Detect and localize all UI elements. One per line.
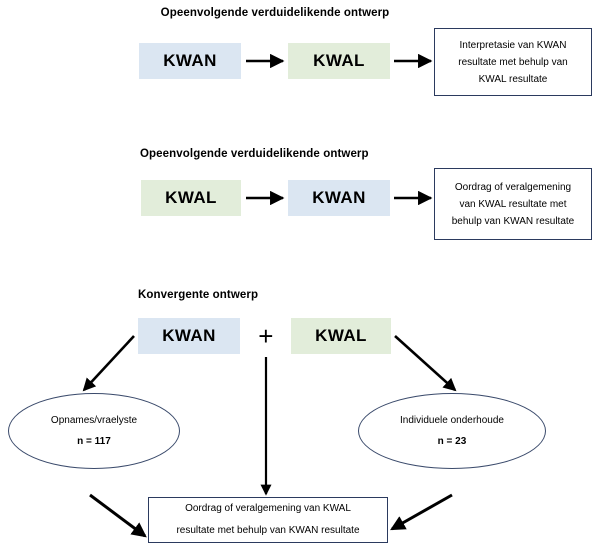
outcome-line: resultate met behulp van: [458, 56, 568, 68]
sample-count-surveys: n = 117: [77, 435, 111, 447]
outcome-text-convergent: Oordrag of veralgemening van KWAL result…: [164, 498, 371, 542]
node-kwal-sequential-1: KWAL: [288, 43, 390, 79]
outcome-line: Oordrag of veralgemening van KWAL: [185, 503, 351, 514]
sample-label-surveys: Opnames/vraelyste: [50, 414, 138, 426]
sample-ellipse-interviews: Individuele onderhoude n = 23: [358, 393, 546, 469]
node-kwan-sequential-2: KWAN: [288, 180, 390, 216]
sample-label-interviews: Individuele onderhoude: [400, 414, 504, 426]
sample-count-interviews: n = 23: [437, 435, 467, 447]
arrow-kwal-to-interviews: [394, 335, 457, 392]
section-heading-convergent: Konvergente ontwerp: [138, 289, 259, 301]
outcome-line: KWAL resultate: [478, 73, 548, 85]
outcome-line: Interpretasie van KWAN: [459, 39, 567, 51]
node-kwal-sequential-2: KWAL: [141, 180, 241, 216]
section-heading-sequential-explanatory-1: Opeenvolgende verduidelikende ontwerp: [160, 7, 390, 19]
arrow-kwan-to-surveys: [82, 335, 135, 392]
outcome-box-sequential-2: Oordrag of veralgemening van KWAL result…: [434, 168, 592, 240]
outcome-text-sequential-2: Oordrag of veralgemening van KWAL result…: [440, 179, 586, 230]
sample-ellipse-surveys: Opnames/vraelyste n = 117: [8, 393, 180, 469]
arrow-interviews-to-outcome: [390, 493, 453, 531]
node-kwan-sequential-1: KWAN: [139, 43, 241, 79]
outcome-box-convergent: Oordrag of veralgemening van KWAL result…: [148, 497, 388, 543]
section-heading-sequential-explanatory-2: Opeenvolgende verduidelikende ontwerp: [140, 148, 369, 160]
outcome-text-sequential-1: Interpretasie van KWAN resultate met beh…: [446, 37, 580, 88]
outcome-line: Oordrag of veralgemening: [454, 181, 572, 193]
node-kwal-convergent: KWAL: [291, 318, 391, 354]
outcome-line: behulp van KWAN resultate: [451, 215, 575, 227]
plus-operator-icon: +: [258, 320, 274, 351]
node-kwan-convergent: KWAN: [138, 318, 240, 354]
outcome-line: resultate met behulp van KWAN resultate: [176, 525, 360, 536]
outcome-box-sequential-1: Interpretasie van KWAN resultate met beh…: [434, 28, 592, 96]
outcome-line: van KWAL resultate met: [459, 198, 567, 210]
arrow-surveys-to-outcome: [89, 493, 147, 538]
